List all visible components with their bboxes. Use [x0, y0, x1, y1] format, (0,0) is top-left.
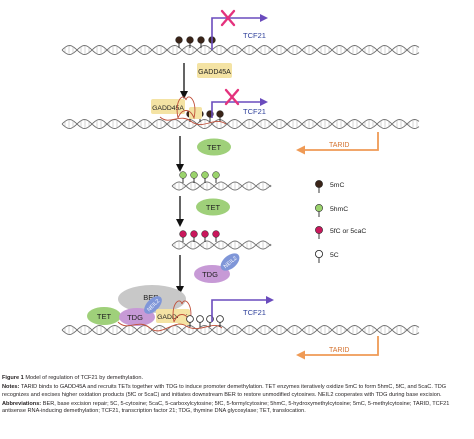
bottom-row-active-promoter: BER TET TDG NEIL2 GADD45A TCF21 — [87, 285, 274, 332]
dna-strand-row2 — [61, 119, 420, 129]
formyl-carboxyl-cytosine — [190, 230, 198, 238]
gadd45a-box-row2 — [151, 99, 185, 114]
block-x-icon-row2 — [224, 88, 240, 106]
tarid-arrow-upper: TARID — [296, 132, 379, 155]
legend-item-5fc-5cac: 5fC or 5caC — [315, 226, 366, 239]
tet-oval-step3: TET — [196, 198, 230, 216]
tdg-label-step4: TDG — [202, 270, 218, 279]
gadd45a-label-step1: GADD45A — [198, 69, 231, 76]
tcf21-label-top: TCF21 — [243, 31, 266, 40]
gadd45a-box-row2b — [189, 107, 202, 119]
row1-methylated-promoter: TCF21 — [175, 9, 268, 50]
abbreviations-label: Abbreviations: — [2, 400, 42, 407]
row4-5fc-5cac-lollipops — [179, 230, 220, 242]
legend: 5mC 5hmC 5fC or 5caC 5C — [314, 180, 366, 263]
legend-item-5hmc: 5hmC — [315, 204, 348, 217]
tdg-oval-step4 — [194, 265, 230, 283]
legend-item-5mc: 5mC — [315, 180, 344, 193]
tarid-arrow-lower: TARID — [296, 336, 379, 360]
unmodified-cytosine-5c — [196, 315, 204, 323]
neil2-oval-step4 — [220, 253, 240, 271]
row2-gadd45a-bound: GADD45A TCF21 — [151, 88, 268, 126]
hydroxymethylcytosine-5hmc — [212, 171, 220, 179]
tet-label-bottom: TET — [97, 312, 112, 321]
tdg-label-bottom: TDG — [127, 313, 143, 322]
dna-strand-row4 — [171, 240, 272, 250]
tarid-rna-loop-bottom — [172, 300, 192, 324]
methylcytosine-5mc — [197, 36, 205, 44]
tarid-rna-strand-bottom — [117, 321, 223, 332]
dna-strand-bottom — [61, 325, 420, 335]
legend-label-5fc-5cac: 5fC or 5caC — [330, 228, 366, 235]
tdg-neil2-complex-step4: TDG NEIL2 — [194, 253, 240, 283]
tcf21-label-row2: TCF21 — [243, 107, 266, 116]
gadd45a-box-step1: GADD45A — [197, 63, 232, 78]
methylcytosine-5mc — [186, 36, 194, 44]
figure-title: Model of regulation of TCF21 by demethyl… — [25, 375, 144, 381]
figure-panel: TCF21 GADD45A GADD45A TCF21 TARID TET TE… — [61, 9, 420, 360]
tcf21-label-bottom: TCF21 — [243, 308, 266, 317]
tet-oval-step2: TET — [197, 138, 231, 156]
tet-oval-bottom — [87, 307, 121, 325]
methylcytosine-5mc — [216, 110, 224, 118]
unmodified-cytosine-5c — [186, 315, 194, 323]
notes-text: TARID binds to GADD45A and recruits TETs… — [2, 383, 447, 398]
gadd45a-label-row2: GADD45A — [152, 105, 184, 112]
row3-5hmc-lollipops — [179, 171, 220, 183]
neil2-oval-bottom — [144, 296, 162, 314]
formyl-carboxyl-cytosine — [179, 230, 187, 238]
legend-label-5mc: 5mC — [330, 182, 344, 189]
tcf21-promoter-arrow-bottom — [211, 296, 274, 322]
block-x-icon — [220, 9, 236, 27]
figure-number: Figure 1 — [2, 375, 24, 381]
hydroxymethylcytosine-5hmc — [179, 171, 187, 179]
tarid-label-upper: TARID — [329, 142, 349, 149]
caption-notes: Notes: TARID binds to GADD45A and recrui… — [2, 384, 470, 399]
legend-label-5c: 5C — [330, 252, 339, 259]
legend-label-5hmc: 5hmC — [330, 206, 348, 213]
hydroxymethylcytosine-5hmc — [190, 171, 198, 179]
figure-caption: Figure 1 Model of regulation of TCF21 by… — [2, 375, 470, 417]
ber-label: BER — [143, 293, 159, 302]
methylcytosine-5mc — [175, 36, 183, 44]
caption-title-line: Figure 1 Model of regulation of TCF21 by… — [2, 375, 470, 383]
tcf21-promoter-arrow-top — [211, 14, 268, 50]
row1-5mc-lollipops — [175, 36, 216, 48]
tet-label-step2: TET — [207, 143, 222, 152]
formyl-carboxyl-cytosine — [212, 230, 220, 238]
tet-label-step3: TET — [206, 203, 221, 212]
tarid-rna-strand-row2 — [159, 116, 227, 126]
dna-strand-row1 — [61, 45, 420, 55]
tarid-label-lower: TARID — [329, 347, 349, 354]
hydroxymethylcytosine-5hmc — [201, 171, 209, 179]
caption-abbreviations: Abbreviations: BER, base excision repair… — [2, 401, 470, 416]
tarid-rna-loop-row2 — [176, 96, 196, 120]
abbreviations-text: BER, base excision repair; 5C, 5-cytosin… — [2, 400, 450, 415]
tcf21-promoter-arrow-row2 — [211, 98, 268, 118]
dna-strand-row3 — [171, 181, 272, 191]
formyl-carboxyl-cytosine — [201, 230, 209, 238]
notes-label: Notes: — [2, 383, 20, 390]
unmodified-cytosine-5c — [216, 315, 224, 323]
legend-item-5c: 5C — [314, 249, 339, 263]
